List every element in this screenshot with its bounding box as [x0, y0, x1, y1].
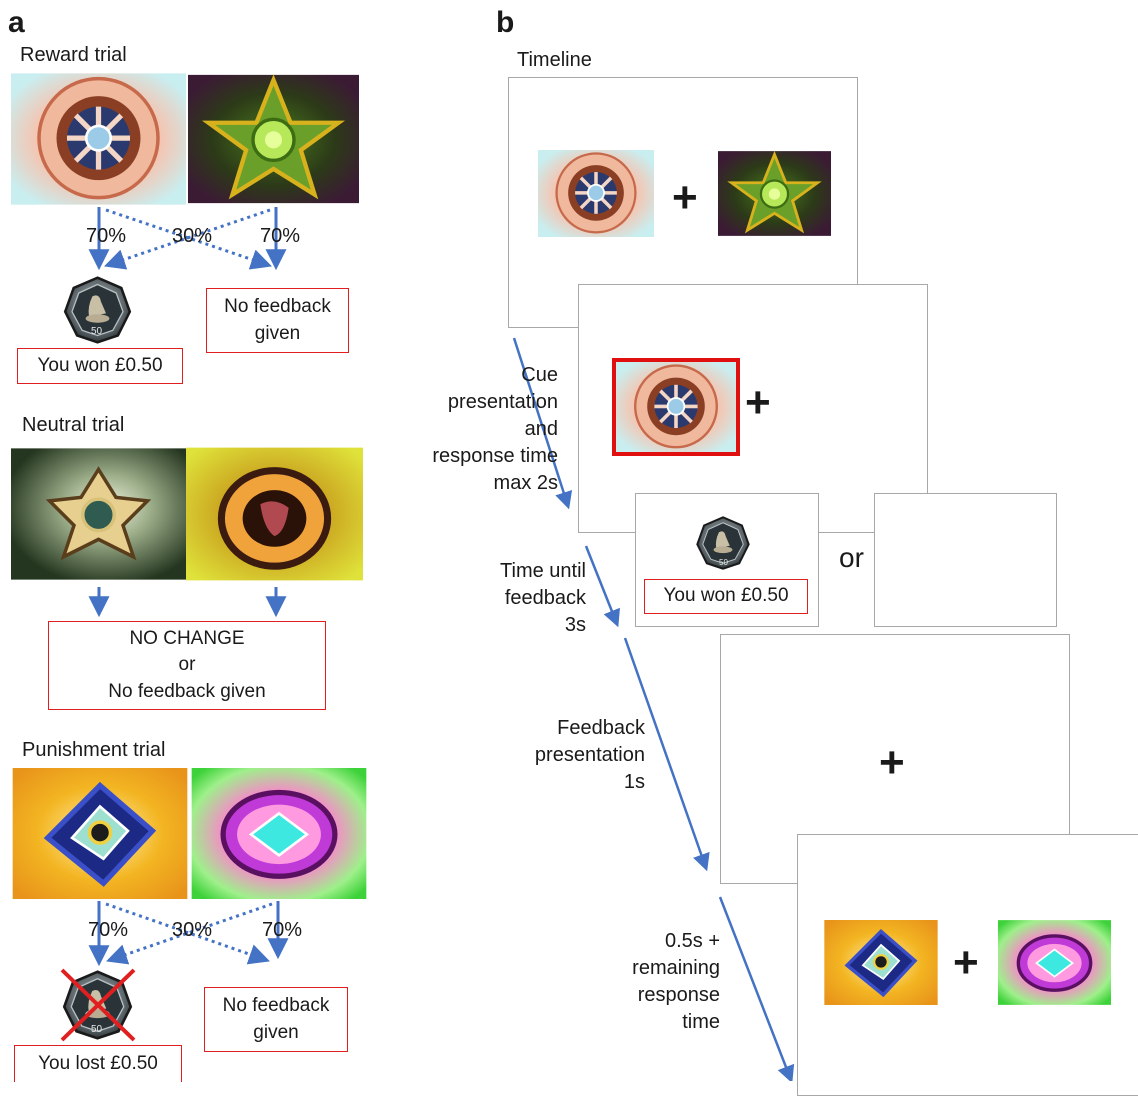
reward-no-feedback-line2: given: [254, 322, 301, 344]
neutral-outcome-box: NO CHANGE or No feedback given: [48, 621, 326, 710]
cue-label: Cue presentation and response time max 2…: [390, 362, 558, 497]
cue-label-line: max 2s: [493, 472, 558, 494]
punishment-no-feedback-line1: No feedback: [222, 994, 330, 1016]
frame-next-trial: +: [797, 834, 1138, 1096]
punishment-pct-right: 70%: [262, 919, 303, 941]
feedback-label-line: 1s: [623, 771, 645, 793]
timeline-coin-text: 50: [719, 558, 728, 567]
punishment-outcome-label: You lost £0.50: [38, 1052, 158, 1074]
fixation-cross: +: [672, 173, 698, 222]
iti-label-line: time: [682, 1011, 720, 1033]
fixation-cross: +: [745, 378, 771, 427]
frame-selection: +: [578, 284, 928, 533]
punishment-outcome-box: You lost £0.50: [14, 1045, 182, 1082]
frame-feedback-win: 50 You won £0.50: [635, 493, 819, 627]
timeline-outcome-label: You won £0.50: [663, 585, 789, 607]
reward-pct-left: 70%: [86, 225, 127, 247]
feedback-label-line: Feedback: [557, 717, 645, 739]
timeline-title: Timeline: [517, 49, 592, 71]
panel-b-letter: b: [496, 6, 515, 39]
cue-label-line: presentation: [447, 391, 558, 413]
reward-pct-right: 70%: [260, 225, 301, 247]
punishment-pct-mid: 30%: [172, 919, 213, 941]
reward-no-feedback-box: No feedback given: [206, 288, 349, 353]
iti-label: 0.5s + remaining response time: [600, 928, 720, 1036]
wait-label-line: feedback: [504, 587, 586, 609]
wait-label: Time until feedback 3s: [470, 558, 586, 639]
frame-feedback-empty: [874, 493, 1057, 627]
reward-pct-mid: 30%: [172, 225, 213, 247]
neutral-outcome-line1: NO CHANGE: [129, 627, 245, 649]
punishment-pct-left: 70%: [88, 919, 129, 941]
timeline-outcome-box: You won £0.50: [644, 579, 808, 614]
wait-label-line: 3s: [564, 614, 586, 636]
iti-label-line: response: [637, 984, 720, 1006]
reward-arrows: [88, 207, 287, 271]
or-text: or: [839, 542, 864, 573]
reward-coin-text: 50: [91, 326, 103, 337]
panel-a-letter: a: [8, 6, 25, 39]
reward-outcome-label: You won £0.50: [37, 354, 163, 376]
feedback-label-line: presentation: [534, 744, 645, 766]
reward-outcome-box: You won £0.50: [17, 348, 183, 384]
neutral-outcome-line2: or: [178, 654, 196, 676]
punishment-trial-title: Punishment trial: [22, 739, 166, 761]
cue-label-line: Cue: [521, 364, 558, 386]
cue-label-line: response time: [432, 445, 558, 467]
reward-no-feedback-line1: No feedback: [224, 295, 331, 317]
neutral-arrows: [88, 587, 287, 618]
reward-trial-title: Reward trial: [20, 44, 127, 66]
punishment-arrows: [88, 901, 289, 967]
fixation-cross: +: [953, 938, 979, 987]
iti-label-line: 0.5s +: [664, 930, 720, 952]
punishment-no-feedback-box: No feedback given: [204, 987, 348, 1052]
punishment-coin-text: 50: [91, 1024, 103, 1035]
iti-label-line: remaining: [632, 957, 720, 979]
fixation-cross: +: [879, 738, 905, 787]
punishment-no-feedback-line2: given: [253, 1021, 299, 1043]
cue-label-line: and: [524, 418, 558, 440]
neutral-trial-title: Neutral trial: [22, 414, 125, 436]
feedback-label: Feedback presentation 1s: [505, 715, 645, 796]
neutral-outcome-line3: No feedback given: [108, 680, 266, 702]
wait-label-line: Time until: [500, 560, 586, 582]
selected-fractal: [612, 358, 740, 456]
cross-out-icon: [60, 968, 136, 1042]
